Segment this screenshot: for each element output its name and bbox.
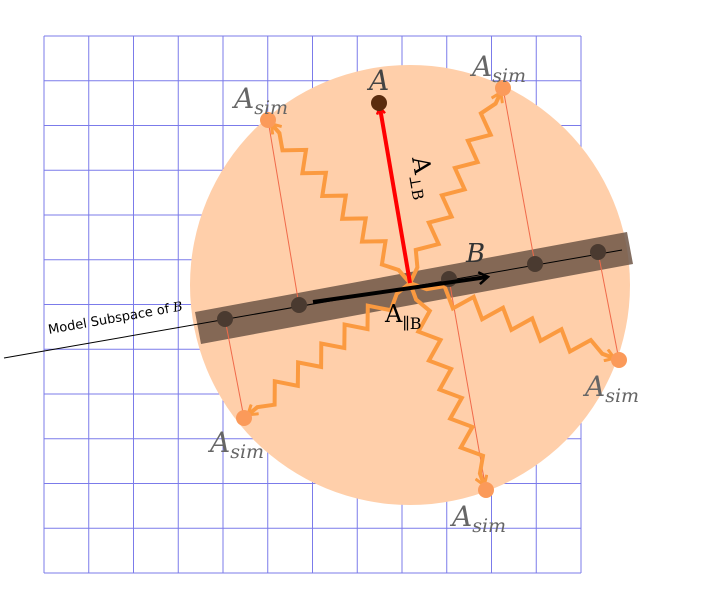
model-subspace-line [3,249,623,359]
a-sim-base: A [207,426,230,459]
label-a-sim: Asim [469,50,526,87]
label-a-sim: Asim [231,82,288,119]
par-sub: ∥B [402,314,421,333]
simulation-path [408,93,500,284]
label-parallel: A∥B [384,300,422,333]
projection-line [502,87,536,265]
simulation-path [408,282,484,484]
simulated-point [611,352,627,368]
label-perpendicular: A⊥B [402,153,441,201]
a-sim-sub: sim [254,97,288,119]
simulated-point [260,112,276,128]
svg-text:Model Subspace ofB: Model Subspace ofB [47,300,184,338]
svg-text:A⊥B: A⊥B [402,153,441,201]
label-a-sim: Asim [582,370,639,407]
simulation-path [409,281,613,358]
a-sim-base: A [449,500,472,533]
projected-point [527,256,543,272]
parallel-vector [312,277,487,304]
perp-base: A [406,153,437,177]
projected-point [590,244,606,260]
projection-line [597,251,620,361]
simulation-path [272,125,412,285]
label-model-subspace: Model Subspace ofB [47,300,184,338]
par-base: A [384,300,403,328]
a-sim-sub: sim [472,515,506,537]
label-b: B [465,239,485,269]
a-sim-sub: sim [492,65,526,87]
projected-point [291,297,307,313]
label-a-sim: Asim [207,426,264,463]
projection-line [224,318,245,419]
a-sim-base: A [582,370,605,403]
projected-point [217,311,233,327]
subspace-var: B [171,300,184,317]
a-sim-sub: sim [605,385,639,407]
label-a-sim: Asim [449,500,506,537]
perp-sub: ⊥B [405,174,427,202]
projection-line [267,119,300,306]
simulated-point [478,482,494,498]
simulation-paths [249,93,614,484]
simulated-point [495,80,511,96]
label-a: A [366,64,389,97]
simulated-points [236,80,627,498]
simulated-point [236,410,252,426]
point-a [371,95,387,111]
perpendicular-vector [380,108,412,284]
a-sim-base: A [469,50,492,83]
simulation-path [249,281,412,414]
a-sim-base: A [231,82,254,115]
a-sim-sub: sim [230,441,264,463]
